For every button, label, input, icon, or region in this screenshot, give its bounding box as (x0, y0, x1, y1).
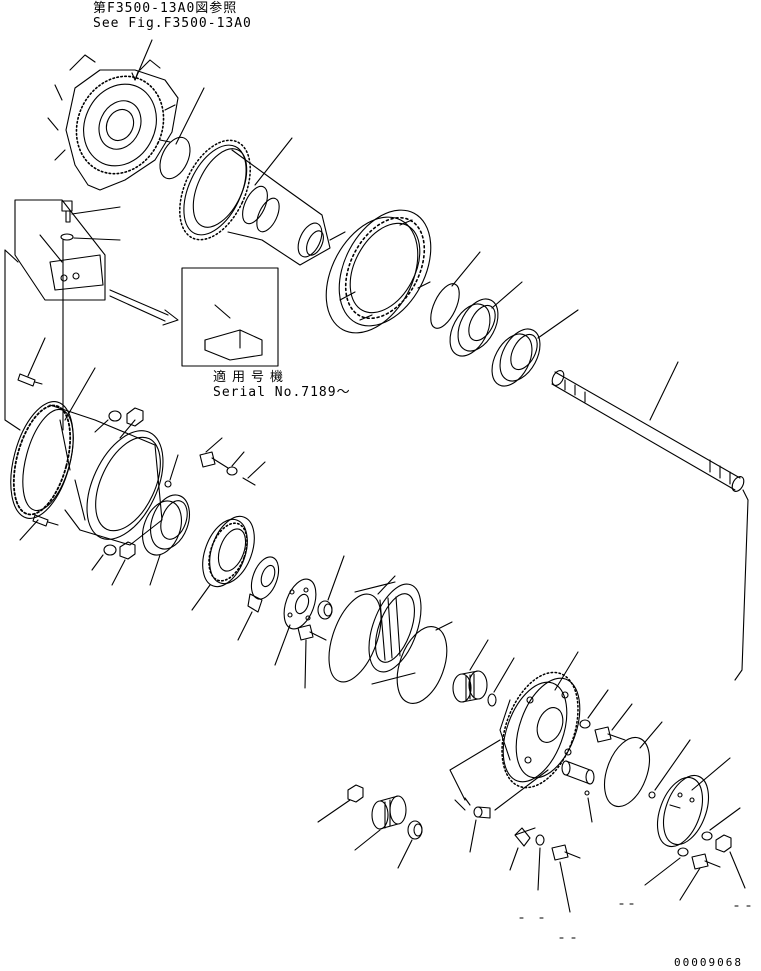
reference-note-japanese: 第F3500-13A0図参照 (93, 1, 238, 16)
reference-note-english: See Fig.F3500-13A0 (93, 16, 252, 31)
axle-shaft (551, 370, 745, 492)
carrier-shaft (179, 139, 331, 266)
nut-a (126, 407, 144, 427)
washer-c (226, 466, 238, 476)
washer-d (579, 719, 591, 729)
serial-note-japanese: 適用号機 (213, 370, 290, 385)
o-ring-1 (159, 136, 191, 180)
washer-a (108, 410, 122, 422)
nut-b (119, 541, 136, 560)
washer-top (60, 233, 74, 241)
ring-gear-upper (325, 209, 432, 334)
washer-e (701, 831, 713, 841)
nut-d (347, 784, 364, 803)
pin-a (242, 477, 256, 486)
needle-bearing (452, 670, 488, 703)
drawing-code: 00009068 (674, 956, 743, 969)
lock-plate (247, 556, 280, 613)
bearing-cup (449, 298, 499, 357)
washer-b (103, 544, 117, 556)
spacer (317, 600, 333, 620)
plug (648, 791, 656, 799)
hub-housing (10, 401, 164, 546)
bolt-left (17, 373, 43, 387)
end-cover (656, 774, 710, 848)
bolt-cover (691, 853, 721, 870)
nut-c (715, 834, 732, 853)
slotted-plate (283, 578, 317, 630)
arrow-to-detail (109, 289, 179, 326)
bolt-plate (297, 624, 327, 641)
washer-f (677, 847, 689, 857)
o-ring-2 (430, 283, 460, 329)
bolt-mid (199, 451, 229, 469)
bracket-detail-box (14, 199, 106, 301)
o-ring-3 (396, 626, 448, 704)
pin-b (473, 806, 491, 819)
bolt-bottom (551, 844, 581, 861)
gear-bottom (371, 795, 407, 830)
bushing-bottom (407, 820, 423, 840)
bearing-cone (491, 328, 541, 387)
seal-ring (142, 494, 190, 556)
bolt-top (61, 200, 73, 223)
detail-panel (181, 267, 279, 367)
bolt-right (594, 726, 626, 743)
bearing-retainer (202, 515, 255, 588)
reference-housing (47, 54, 179, 191)
lock-clip (514, 827, 545, 847)
snap-ring (487, 693, 497, 707)
serial-note-english: Serial No.7189～ (213, 385, 351, 400)
o-ring-4 (603, 736, 651, 808)
bolt-lower-left (32, 514, 59, 527)
ring-gear-lower (328, 581, 422, 685)
planet-shaft (561, 760, 595, 785)
planet-carrier (499, 671, 581, 789)
